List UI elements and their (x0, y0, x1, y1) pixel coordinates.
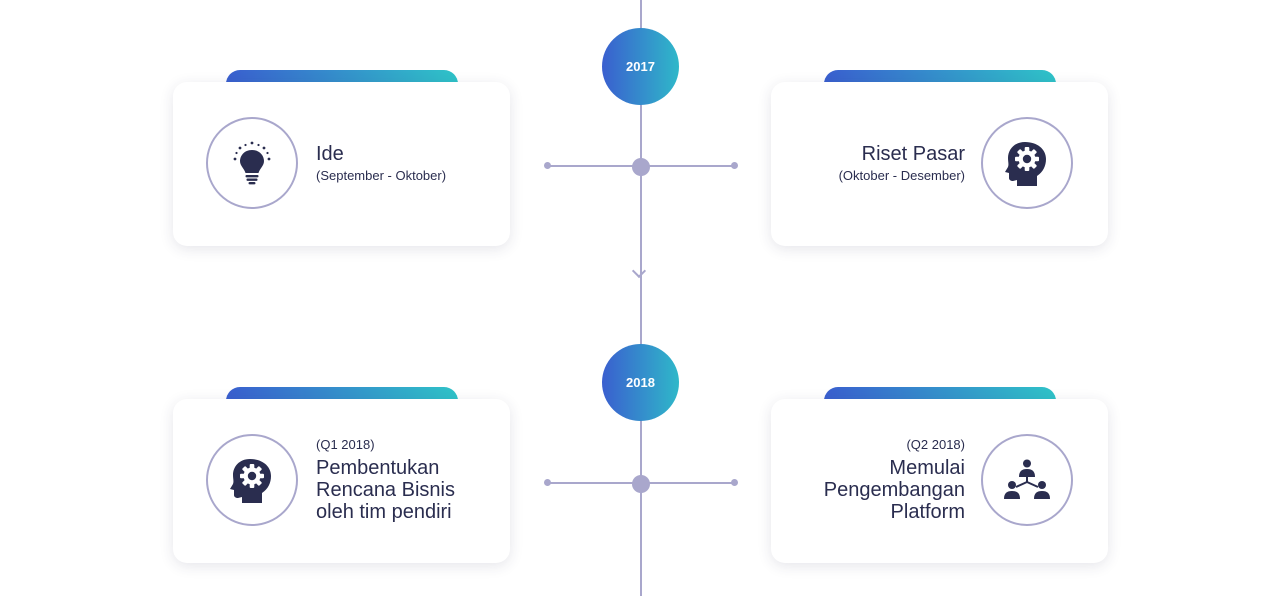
connector-end-dot (731, 479, 738, 486)
connector-right (641, 165, 734, 167)
head-gear-icon (230, 459, 271, 503)
card-title-line: Memulai (889, 457, 965, 479)
connector-end-dot (731, 162, 738, 169)
card-title-line: Pengembangan (823, 479, 965, 501)
year-badge-2018: 2018 (602, 344, 679, 421)
connector-end-dot (544, 162, 551, 169)
milestone-card-q2-2018: (Q2 2018) Memulai Pengembangan Platform (771, 399, 1108, 563)
lightbulb-icon (233, 141, 271, 185)
card-title-line: Rencana Bisnis (316, 479, 455, 501)
connector-end-dot (544, 479, 551, 486)
timeline-node (632, 475, 650, 493)
timeline-axis (640, 0, 642, 596)
milestone-card-riset-pasar: Riset Pasar (Oktober - Desember) (771, 82, 1108, 246)
card-title-line: oleh tim pendiri (316, 501, 452, 523)
card-subtitle: (Oktober - Desember) (838, 168, 965, 183)
card-subtitle: (September - Oktober) (316, 168, 447, 183)
connector-left (547, 482, 641, 484)
icon-circle (206, 434, 298, 526)
year-badge-2017: 2017 (602, 28, 679, 105)
milestone-card-ide: Ide (September - Oktober) (173, 82, 510, 246)
card-title-line: Pembentukan (316, 457, 440, 479)
milestone-card-q1-2018: (Q1 2018) Pembentukan Rencana Bisnis ole… (173, 399, 510, 563)
card-title: Riset Pasar (861, 143, 965, 165)
card-period: (Q2 2018) (906, 437, 965, 452)
card-title: Ide (316, 143, 344, 165)
head-gear-icon (1005, 142, 1046, 186)
chevron-down-icon[interactable] (631, 263, 647, 279)
card-period: (Q1 2018) (316, 437, 375, 452)
connector-left (547, 165, 641, 167)
timeline-node (632, 158, 650, 176)
team-hierarchy-icon (1004, 459, 1050, 499)
card-title-line: Platform (890, 501, 965, 523)
icon-circle (981, 117, 1073, 209)
icon-circle (981, 434, 1073, 526)
connector-right (641, 482, 734, 484)
icon-circle (206, 117, 298, 209)
